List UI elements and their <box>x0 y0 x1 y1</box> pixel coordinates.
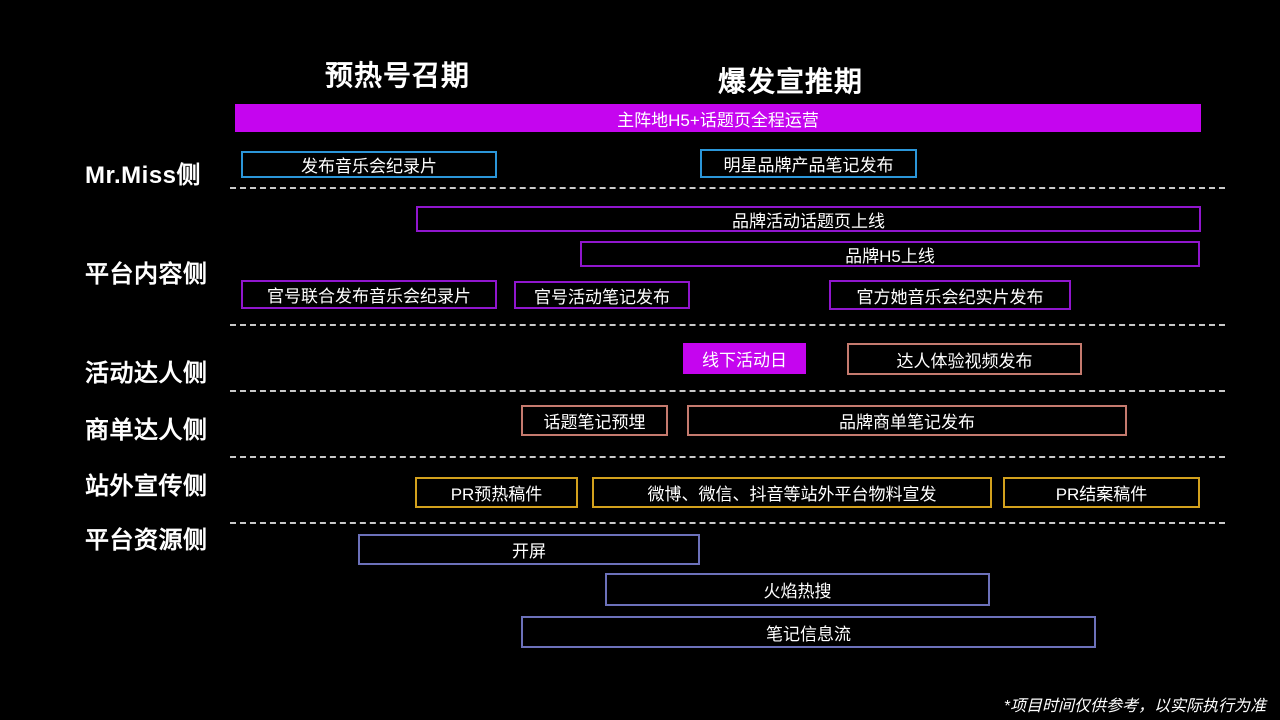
lane-label-platform-resource: 平台资源侧 <box>85 527 208 554</box>
lane-divider <box>230 456 1225 458</box>
task-box-offline-event-day: 线下活动日 <box>683 343 806 374</box>
lane-label-platform-content: 平台内容侧 <box>85 261 208 288</box>
lane-divider <box>230 522 1225 524</box>
task-box-note-feed: 笔记信息流 <box>521 616 1096 648</box>
task-box-official-activity-note: 官号活动笔记发布 <box>514 281 690 309</box>
task-box-topic-note-seeding: 话题笔记预埋 <box>521 405 668 436</box>
phase-header-warmup: 预热号召期 <box>325 60 471 91</box>
task-box-pr-closing-draft: PR结案稿件 <box>1003 477 1200 508</box>
footnote-disclaimer: *项目时间仅供参考，以实际执行为准 <box>1003 698 1266 715</box>
main-banner-bar: 主阵地H5+话题页全程运营 <box>235 104 1201 132</box>
task-box-concert-documentary: 发布音乐会纪录片 <box>241 151 497 178</box>
task-box-official-joint-release: 官号联合发布音乐会纪录片 <box>241 280 497 309</box>
task-box-pr-warmup-draft: PR预热稿件 <box>415 477 578 508</box>
task-box-topic-page-online: 品牌活动话题页上线 <box>416 206 1201 232</box>
phase-header-launch: 爆发宣推期 <box>718 66 864 97</box>
task-box-brand-commercial-note: 品牌商单笔记发布 <box>687 405 1127 436</box>
task-box-kol-experience-video: 达人体验视频发布 <box>847 343 1082 375</box>
lane-label-commercial-kol: 商单达人侧 <box>85 417 208 444</box>
task-box-splash-screen: 开屏 <box>358 534 700 565</box>
lane-label-mrmiss: Mr.Miss侧 <box>85 162 202 189</box>
task-box-star-brand-note: 明星品牌产品笔记发布 <box>700 149 917 178</box>
lane-label-offsite-pr: 站外宣传侧 <box>85 473 208 500</box>
lane-divider <box>230 390 1225 392</box>
task-box-flame-hot-search: 火焰热搜 <box>605 573 990 606</box>
task-box-offsite-material-push: 微博、微信、抖音等站外平台物料宣发 <box>592 477 992 508</box>
lane-label-event-kol: 活动达人侧 <box>85 360 208 387</box>
lane-divider <box>230 187 1225 189</box>
lane-divider <box>230 324 1225 326</box>
task-box-h5-online: 品牌H5上线 <box>580 241 1200 267</box>
task-box-official-concert-film: 官方她音乐会纪实片发布 <box>829 280 1071 310</box>
